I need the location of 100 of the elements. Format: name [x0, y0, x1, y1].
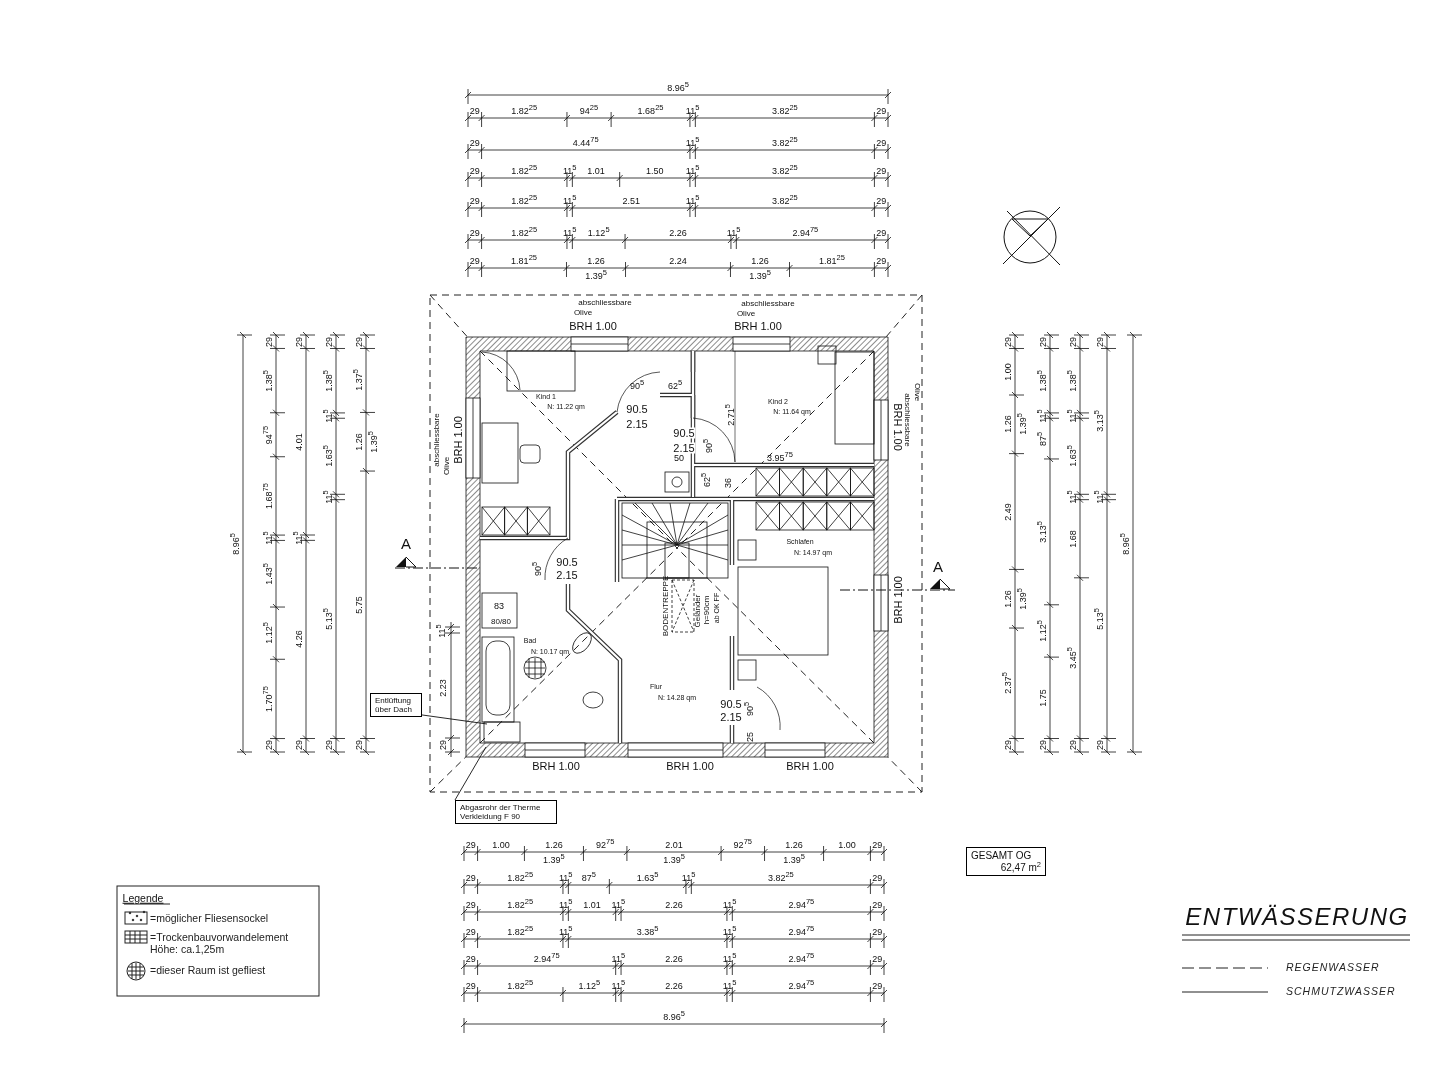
- dimension-text: 29: [469, 106, 480, 116]
- window-height: BRH 1.00: [452, 416, 464, 464]
- dimension-text: 29: [264, 336, 274, 347]
- dimension-text: 2.26: [669, 228, 687, 238]
- window-note: abschliessbare: [741, 300, 795, 308]
- legend-text: =möglicher Fliesensockel: [150, 913, 270, 925]
- dimension-text: 1.39$^{5}$: [585, 271, 607, 281]
- dimension-text: 1.39$^{5}$: [663, 855, 685, 865]
- dimension-text: 1.26: [751, 256, 769, 266]
- dimension-text: 29: [465, 840, 476, 850]
- dimension-text: 11$^{5}$: [611, 900, 626, 910]
- dimension-text: 29: [876, 138, 887, 148]
- legend-text: =dieser Raum ist gefliest: [150, 965, 267, 977]
- dimension-text: 1.82$^{25}$: [507, 981, 534, 991]
- dimension-text: 1.82$^{25}$: [511, 166, 538, 176]
- dimension-text: 2.94$^{75}$: [788, 981, 815, 991]
- door-size: 2.15: [672, 442, 696, 454]
- dimension-text: 11$^{5}$: [685, 196, 700, 206]
- dimension-text: 1.82$^{25}$: [507, 900, 534, 910]
- dimension-text: 11$^{5}$: [685, 166, 700, 176]
- window-height: BRH 1.00: [569, 320, 617, 332]
- dimension-text: 8.96$^{5}$: [667, 83, 689, 93]
- dimension-text: 29: [876, 106, 887, 116]
- leader-line: [421, 714, 488, 725]
- dimension-text: 1.82$^{25}$: [507, 873, 534, 883]
- dimension-text: 1.82$^{25}$: [511, 196, 538, 206]
- dimension-text: 2.24: [669, 256, 687, 266]
- dimension-text: 1.82$^{25}$: [511, 106, 538, 116]
- dimension-text: 1.26: [545, 840, 563, 850]
- legend-text: REGENWASSER: [1286, 962, 1380, 974]
- window-height: BRH 1.00: [892, 576, 904, 624]
- dimension-text: 4.26: [294, 630, 304, 649]
- door-size: 2.15: [719, 711, 743, 723]
- dimension-text: 29: [324, 336, 334, 347]
- callout-text: 62,47 m$^{2}$: [999, 861, 1041, 873]
- dimension-text: 1.68$^{25}$: [637, 106, 664, 116]
- dimension-text: 1.68: [1068, 529, 1078, 548]
- door-size: 90.5: [555, 556, 579, 568]
- dimension-text: 29: [469, 228, 480, 238]
- railing-note: Geländer: [694, 594, 702, 628]
- dimension-text: 11$^{5}$: [685, 106, 700, 116]
- door-size: 2.15: [555, 569, 579, 581]
- railing-note: h=90cm: [703, 595, 711, 625]
- dimension-text: 3.82$^{25}$: [767, 873, 794, 883]
- dimension-text: 1.00: [492, 840, 510, 850]
- door-size: 90.5: [719, 698, 743, 710]
- dimension-text: 11$^{5}$: [562, 228, 577, 238]
- window-height: BRH 1.00: [532, 760, 580, 772]
- dimension-text: 3.82$^{25}$: [771, 106, 798, 116]
- dimension-text: 1.00: [838, 840, 856, 850]
- door-dimension: 62$^{5}$: [667, 381, 683, 391]
- dimension-text: 8.96$^{5}$: [663, 1012, 685, 1022]
- dimension-text: 29: [438, 740, 448, 750]
- dimension-text: 3.38$^{5}$: [636, 927, 659, 937]
- dimension-text: 92$^{75}$: [733, 840, 752, 850]
- dimension-text: 11$^{5}$: [722, 900, 737, 910]
- dimension-text: 29: [465, 927, 476, 937]
- dimension-text: 1.50: [646, 166, 664, 176]
- dimension-text: 11$^{5}$: [562, 166, 577, 176]
- door-size: 90.5: [625, 403, 649, 415]
- dimension-text: 1.63$^{5}$: [636, 873, 659, 883]
- dimension-text: 29: [354, 336, 364, 347]
- callout-text: GESAMT OG: [971, 850, 1033, 862]
- callout-text: Entlüftung über Dach: [375, 696, 413, 715]
- dimension-text: 2.51: [622, 196, 640, 206]
- dimension-text: 87$^{5}$: [581, 873, 596, 883]
- dimension-text: 29: [465, 981, 476, 991]
- dimension-text: 50: [674, 453, 684, 463]
- dimension-text: 29: [872, 927, 883, 937]
- window-height: BRH 1.00: [734, 320, 782, 332]
- dimension-text: 29: [1038, 336, 1048, 347]
- callout-text: Abgasrohr der Therme Verkleidung F 90: [460, 803, 542, 822]
- section-label: A: [401, 535, 411, 551]
- dimension-text: 29: [1003, 740, 1013, 751]
- dimension-text: 11$^{5}$: [726, 228, 741, 238]
- window-height: BRH 1.00: [666, 760, 714, 772]
- dimension-text: 5.75: [354, 596, 364, 614]
- dimension-text: 29: [872, 954, 883, 964]
- dimension-text: 29: [469, 256, 480, 266]
- dimension-text: 3.82$^{25}$: [771, 166, 798, 176]
- dimension-text: 92$^{75}$: [596, 840, 615, 850]
- dimension-text: 11$^{5}$: [562, 196, 577, 206]
- dimension-text: 3.82$^{25}$: [771, 138, 798, 148]
- dimension-text: 29: [876, 166, 887, 176]
- dimension-text: 2.49: [1003, 502, 1013, 521]
- callout-box: [370, 693, 422, 718]
- dimension-text: 3.95$^{75}$: [767, 453, 793, 463]
- shower-size: 83: [494, 601, 504, 611]
- legend-text: SCHMUTZWASSER: [1286, 986, 1396, 998]
- dimension-text: 29: [354, 740, 364, 751]
- door-dimension: 90$^{5}$: [629, 381, 645, 391]
- dimension-text: 1.01: [587, 166, 605, 176]
- dimension-text: 29: [872, 840, 883, 850]
- dimension-text: 1.12$^{5}$: [587, 228, 610, 238]
- door-size: 90.5: [672, 427, 696, 439]
- dimension-text: 29: [1003, 336, 1013, 347]
- dimension-text: 29: [1068, 336, 1078, 347]
- dimension-text: 2.94$^{75}$: [792, 228, 819, 238]
- dimension-text: 11$^{5}$: [611, 981, 626, 991]
- dimension-text: 29: [465, 954, 476, 964]
